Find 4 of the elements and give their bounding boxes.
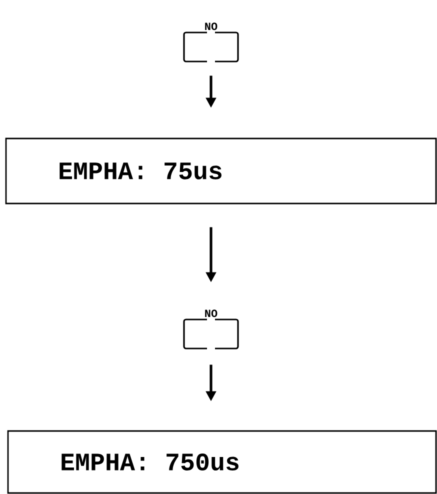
key-button: NO: [183, 22, 239, 62]
key-button: NO: [183, 310, 239, 350]
display-panel: EMPHA: 75us: [5, 138, 437, 204]
display-panel: EMPHA: 750us: [7, 430, 437, 494]
